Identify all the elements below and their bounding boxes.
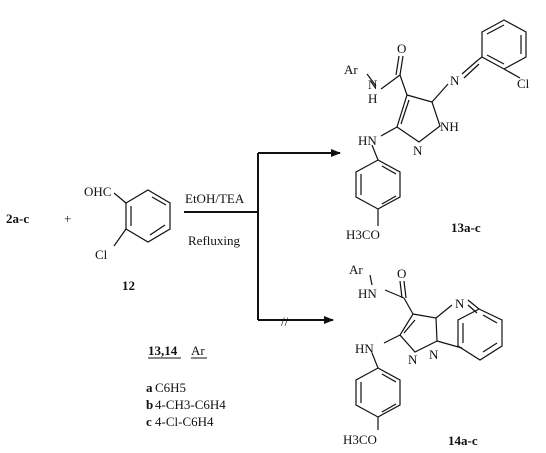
p14-ring-n-2: N: [408, 352, 418, 367]
p13-ar: Ar: [344, 62, 358, 77]
legend-text-a: C6H5: [155, 380, 186, 395]
p14-carbonyl-o: O: [397, 266, 406, 281]
product-13-structure: [355, 19, 527, 226]
p13-ring-nh: NH: [440, 119, 459, 134]
p14-ring-n-top: N: [455, 296, 465, 311]
blocked-arrow-mark: //: [281, 314, 289, 329]
aldehyde-12-label: 12: [122, 278, 135, 293]
p14-ring-n-1: N: [429, 347, 439, 362]
plus-sign: +: [64, 211, 71, 226]
legend-key-b: b: [146, 397, 153, 412]
p13-chloro: Cl: [517, 76, 530, 91]
conditions-process: Refluxing: [188, 233, 240, 248]
p14-ar: Ar: [349, 262, 363, 277]
p13-imine-n: N: [450, 73, 460, 88]
product-13-label: 13a-c: [451, 220, 481, 235]
p13-amine-hn: HN: [358, 133, 377, 148]
legend-header-ar: Ar: [191, 343, 205, 358]
conditions-reagents: EtOH/TEA: [185, 191, 245, 206]
p13-methoxy: H3CO: [346, 227, 380, 242]
p14-amide-hn: HN: [358, 286, 377, 301]
product-14-label: 14a-c: [448, 433, 478, 448]
p13-amide-h: H: [368, 91, 377, 106]
reactant-2a-c-label: 2a-c: [6, 211, 29, 226]
legend-text-b: 4-CH3-C6H4: [155, 397, 226, 412]
aldehyde-cho-group: OHC: [84, 184, 111, 199]
p14-amine-hn: HN: [355, 341, 374, 356]
legend-key-a: a: [146, 380, 153, 395]
p13-carbonyl-o: O: [397, 41, 406, 56]
aldehyde-12-structure: [113, 189, 171, 247]
legend-key-c: c: [146, 414, 152, 429]
p14-methoxy: H3CO: [343, 432, 377, 447]
p13-amide-n: N: [368, 77, 378, 92]
legend-header: 13,14: [148, 343, 178, 358]
aldehyde-chloro-group: Cl: [95, 247, 108, 262]
product-14-structure: [355, 274, 503, 430]
p13-ring-n: N: [413, 143, 423, 158]
legend-text-c: 4-Cl-C6H4: [155, 414, 214, 429]
